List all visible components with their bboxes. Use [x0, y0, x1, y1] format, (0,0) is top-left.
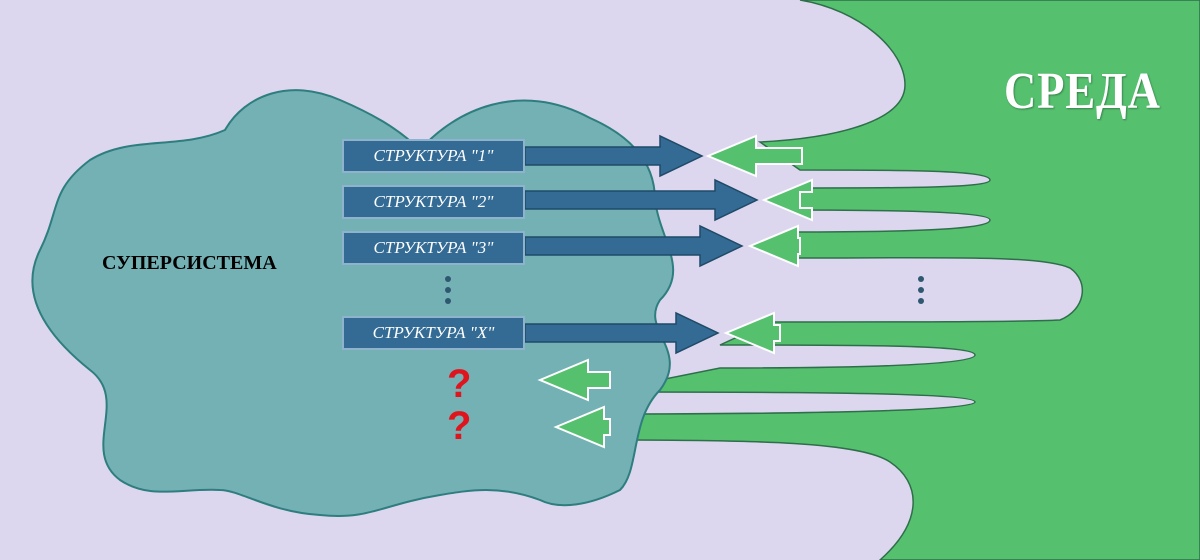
incoming-arrow-unmatched — [553, 405, 611, 449]
incoming-arrow-unmatched — [537, 358, 611, 402]
structure-box-1: СТРУКТУРА "1" — [342, 139, 525, 173]
ellipsis-dot-left — [445, 298, 451, 304]
structure-box-2: СТРУКТУРА "2" — [342, 185, 525, 219]
outgoing-arrow-3 — [524, 224, 744, 268]
structure-box-x: СТРУКТУРА "X" — [342, 316, 525, 350]
supersystem-label: СУПЕРСИСТЕМА — [102, 252, 277, 274]
ellipsis-dot-right — [918, 287, 924, 293]
outgoing-arrow-2 — [524, 178, 759, 222]
environment-label: СРЕДА — [1004, 63, 1161, 120]
question-mark: ? — [447, 362, 472, 406]
ellipsis-dot-right — [918, 298, 924, 304]
ellipsis-dot-left — [445, 276, 451, 282]
question-mark: ? — [447, 404, 472, 448]
environment-region — [599, 0, 1200, 560]
arrow-layer — [524, 134, 813, 449]
structure-box-3: СТРУКТУРА "3" — [342, 231, 525, 265]
outgoing-arrow-1 — [524, 134, 704, 178]
incoming-arrow-2 — [761, 178, 813, 222]
incoming-arrow-3 — [747, 224, 801, 268]
ellipsis-dot-left — [445, 287, 451, 293]
incoming-arrow-x — [723, 311, 781, 355]
incoming-arrow-1 — [705, 134, 803, 178]
outgoing-arrow-x — [524, 311, 720, 355]
ellipsis-dot-right — [918, 276, 924, 282]
